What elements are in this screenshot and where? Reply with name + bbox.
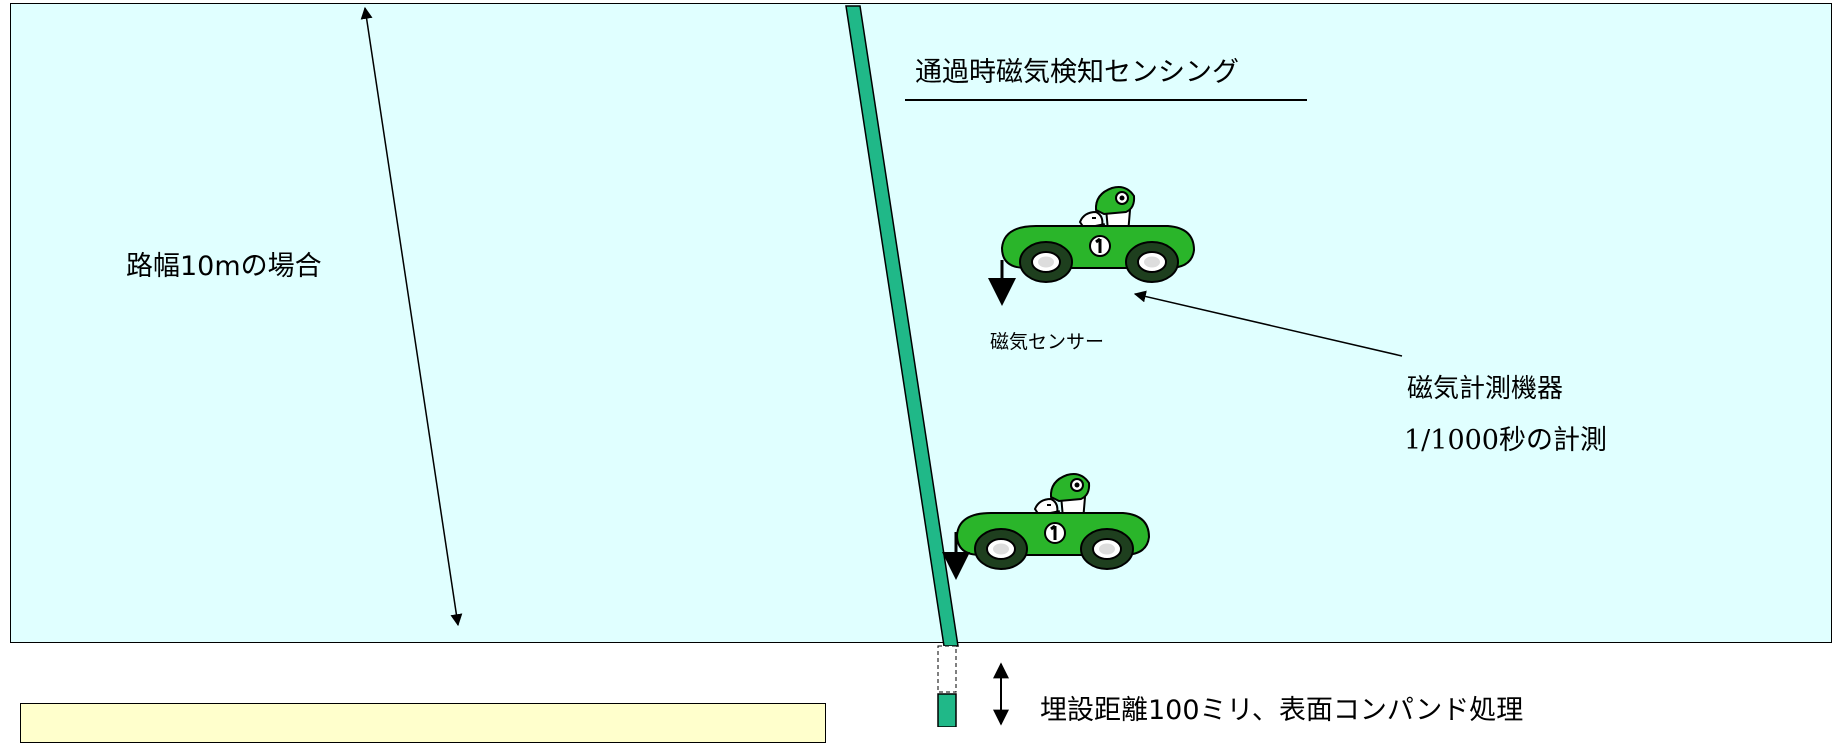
sensing-diagram <box>360 5 1403 727</box>
sensor-strip <box>845 5 959 647</box>
road-area <box>10 3 1832 643</box>
burial-depth-label: 埋設距離100ミリ、表面コンパンド処理 <box>1040 695 1524 726</box>
diagram-title: 通過時磁気検知センシング <box>915 57 1239 88</box>
race-car-icon <box>1000 185 1196 284</box>
note-box <box>20 703 826 743</box>
road-width-label: 路幅10mの場合 <box>126 251 322 282</box>
double-arrow-icon <box>360 6 463 627</box>
magnetic-sensor-label: 磁気センサー <box>990 331 1105 353</box>
title-underline <box>905 99 1307 101</box>
pointer-arrow <box>1133 290 1403 357</box>
buried-gap <box>937 645 957 693</box>
buried-sensor-stub <box>937 693 957 727</box>
meter-label: 磁気計測機器 <box>1407 374 1564 404</box>
meter-precision-label: 1/1000秒の計測 <box>1404 425 1607 456</box>
race-car-icon <box>955 472 1151 571</box>
